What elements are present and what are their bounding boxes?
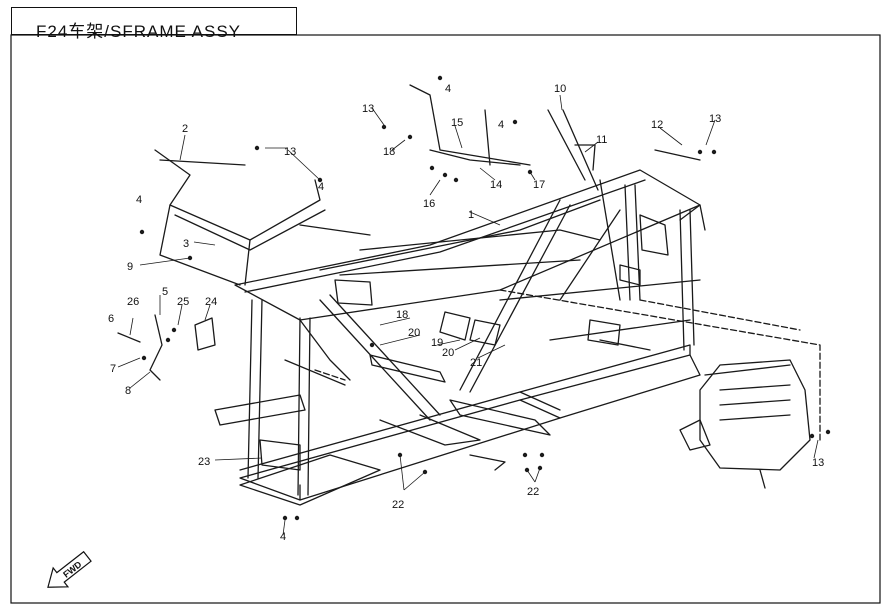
front-post-left xyxy=(247,299,253,479)
callout-21: 21 xyxy=(470,357,482,369)
leader-lines xyxy=(117,94,819,536)
cross-member xyxy=(359,229,601,251)
callout-17: 17 xyxy=(533,179,545,191)
part-23-mount xyxy=(259,439,301,471)
callout-13d: 13 xyxy=(812,457,824,469)
rear-rack-bracket xyxy=(654,149,701,161)
callout-4b: 4 xyxy=(445,83,451,95)
callout-18a: 18 xyxy=(383,146,395,158)
part-10-rod xyxy=(547,109,586,181)
diagram-title: F24车架/SFRAME ASSY xyxy=(36,22,241,41)
callout-4e: 4 xyxy=(280,531,286,543)
callout-23: 23 xyxy=(198,456,210,468)
callout-labels: 1 2 3 4 4 4 4 4 5 6 7 8 9 10 11 12 13 13… xyxy=(108,83,824,543)
engine-leader xyxy=(499,289,821,441)
callout-22a: 22 xyxy=(392,499,404,511)
hardware-dots xyxy=(139,75,831,521)
diagonal-brace-1 xyxy=(319,299,431,421)
callout-19: 19 xyxy=(431,337,443,349)
fwd-arrow: FWD xyxy=(47,550,92,588)
callout-25: 25 xyxy=(177,296,189,308)
callout-3: 3 xyxy=(183,238,189,250)
callout-20b: 20 xyxy=(442,347,454,359)
callout-14: 14 xyxy=(490,179,502,191)
callout-8: 8 xyxy=(125,385,131,397)
callout-26: 26 xyxy=(127,296,139,308)
callout-4c: 4 xyxy=(498,119,504,131)
callout-13c: 13 xyxy=(709,113,721,125)
callout-10: 10 xyxy=(554,83,566,95)
callout-13b: 13 xyxy=(362,103,374,115)
mount-20a xyxy=(439,311,471,341)
callout-13a: 13 xyxy=(284,146,296,158)
drawing-border xyxy=(10,34,881,604)
callout-6: 6 xyxy=(108,313,114,325)
mount-19 xyxy=(369,354,446,383)
mid-plate xyxy=(449,399,551,436)
fwd-arrow-shape xyxy=(47,550,92,588)
lower-rail-right xyxy=(519,344,691,401)
callout-16: 16 xyxy=(423,198,435,210)
callout-5: 5 xyxy=(162,286,168,298)
front-plate xyxy=(214,394,306,426)
callout-1: 1 xyxy=(468,209,474,221)
engine-block xyxy=(699,359,811,471)
callout-7: 7 xyxy=(110,363,116,375)
callout-4d: 4 xyxy=(318,181,324,193)
callout-24: 24 xyxy=(205,296,217,308)
rear-post xyxy=(679,209,685,351)
frame-assembly xyxy=(117,84,821,506)
callout-22b: 22 xyxy=(527,486,539,498)
callout-9: 9 xyxy=(127,261,133,273)
seat-bracket xyxy=(409,84,531,166)
callout-18b: 18 xyxy=(396,309,408,321)
callout-11: 11 xyxy=(596,134,607,146)
callout-12: 12 xyxy=(651,119,663,131)
callout-15: 15 xyxy=(451,117,463,129)
part-6-spring xyxy=(117,332,141,343)
callout-4a: 4 xyxy=(136,194,142,206)
part-24-bracket xyxy=(194,317,216,351)
front-upper-frame xyxy=(154,149,321,241)
mount-20b xyxy=(469,319,501,346)
callout-20a: 20 xyxy=(408,327,420,339)
part-5-lever xyxy=(149,314,163,381)
callout-2: 2 xyxy=(182,123,188,135)
